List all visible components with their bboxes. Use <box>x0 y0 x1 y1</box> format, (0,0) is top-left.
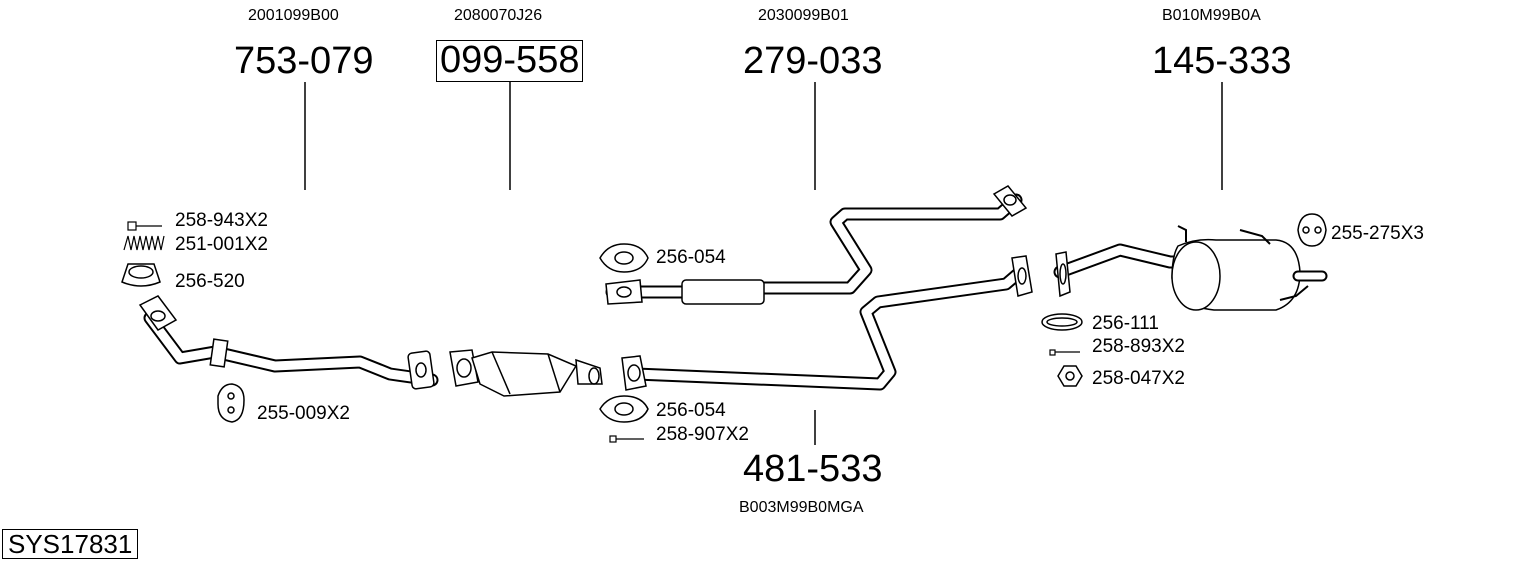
intermediate-pipe-279-033 <box>605 185 1028 305</box>
accessory-label-bolt[interactable]: 258-943X2 <box>175 210 268 231</box>
oem-number-279-033: 2030099B01 <box>758 7 849 24</box>
accessory-label-nut[interactable]: 258-047X2 <box>1092 368 1185 389</box>
accessory-label-hanger[interactable]: 255-275X3 <box>1331 223 1424 244</box>
part-number-099-558[interactable]: 099-558 <box>436 40 584 82</box>
ring-gasket-icon <box>1041 313 1083 331</box>
system-id-badge: SYS17831 <box>2 529 139 559</box>
accessory-label-gasket[interactable]: 256-111 <box>1092 313 1159 334</box>
centre-pipe-481-533 <box>621 255 1033 391</box>
ring-gasket-icon <box>121 263 161 287</box>
bolt-icon <box>127 221 162 231</box>
flange-gasket-icon <box>599 243 649 273</box>
part-number-279-033[interactable]: 279-033 <box>743 40 883 82</box>
rear-silencer-145-333 <box>1053 225 1328 311</box>
oem-number-481-533: B003M99B0MGA <box>739 499 864 516</box>
part-number-481-533[interactable]: 481-533 <box>743 448 883 490</box>
accessory-label-gasket[interactable]: 256-054 <box>656 247 726 268</box>
oem-number-145-333: B010M99B0A <box>1162 7 1261 24</box>
rubber-hanger-icon <box>1297 213 1327 247</box>
spring-icon <box>123 235 165 251</box>
rubber-hanger-icon <box>217 383 245 423</box>
bolt-icon <box>609 435 644 443</box>
nut-icon <box>1057 365 1083 387</box>
front-pipe-753-079 <box>138 295 439 390</box>
accessory-label-spring[interactable]: 251-001X2 <box>175 234 268 255</box>
accessory-label-hanger[interactable]: 255-009X2 <box>257 403 350 424</box>
oem-number-099-558: 2080070J26 <box>454 7 543 24</box>
part-number-753-079[interactable]: 753-079 <box>234 40 374 82</box>
flange-gasket-icon <box>599 395 649 423</box>
bolt-icon <box>1049 349 1080 356</box>
accessory-label-gasket[interactable]: 256-520 <box>175 271 245 292</box>
catalytic-converter-099-558 <box>449 349 603 397</box>
oem-number-753-079: 2001099B00 <box>248 7 339 24</box>
accessory-label-bolt[interactable]: 258-893X2 <box>1092 336 1185 357</box>
accessory-label-bolt[interactable]: 258-907X2 <box>656 424 749 445</box>
part-number-145-333[interactable]: 145-333 <box>1152 40 1292 82</box>
accessory-label-gasket[interactable]: 256-054 <box>656 400 726 421</box>
